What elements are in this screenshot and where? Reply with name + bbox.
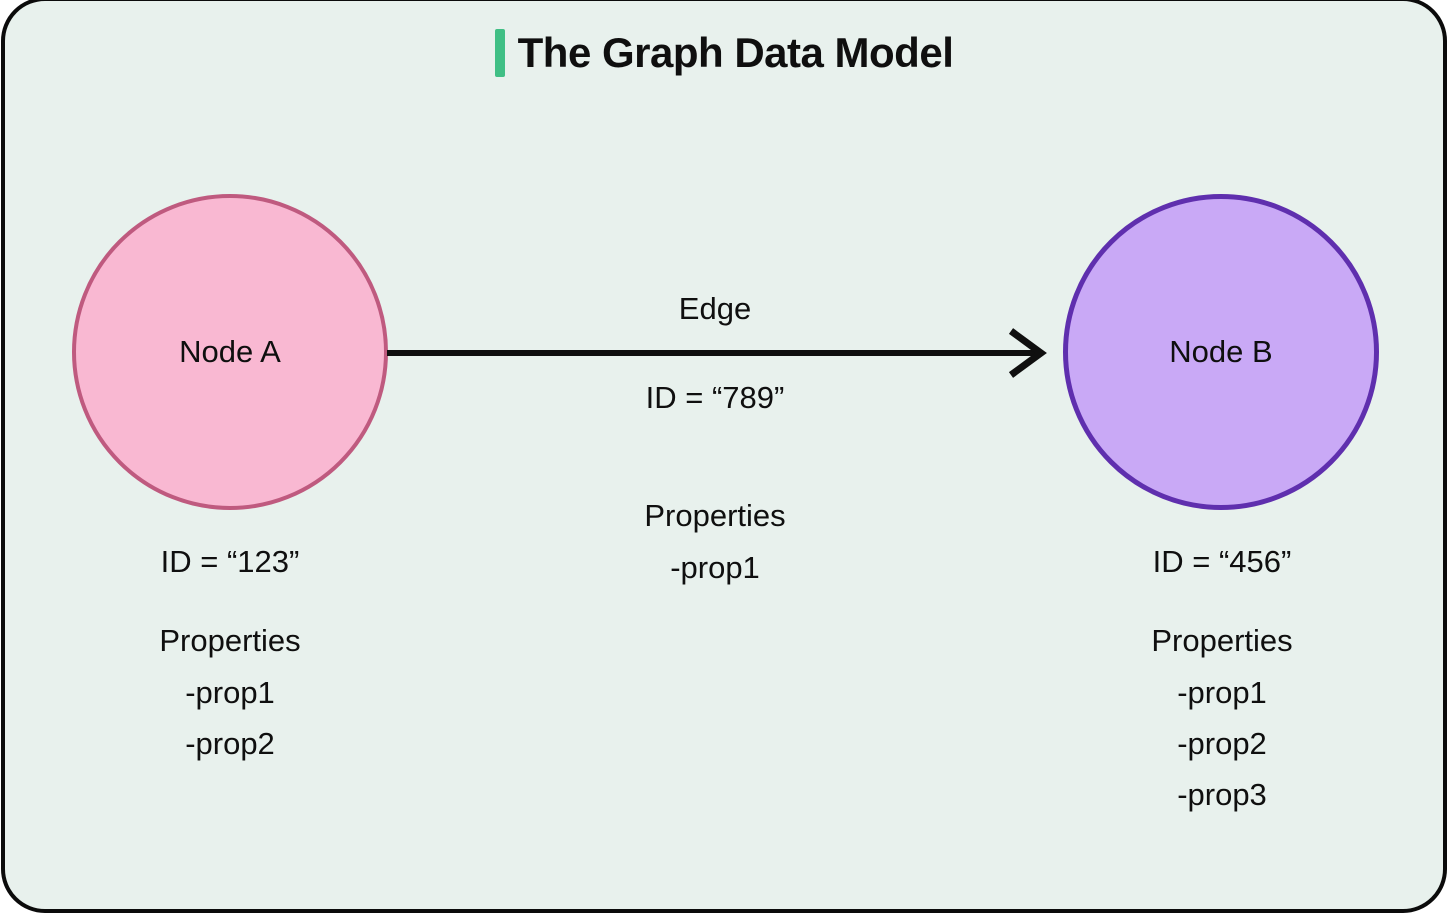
- node-b-properties-list: -prop1 -prop2 -prop3: [1062, 676, 1382, 812]
- node-a-circle: Node A: [72, 194, 388, 510]
- node-a-label: Node A: [179, 334, 281, 369]
- node-b-id-text: ID = “456”: [1152, 544, 1292, 579]
- property-item: -prop2: [1177, 726, 1267, 761]
- edge-properties-list: -prop1: [565, 551, 865, 585]
- property-item: -prop1: [670, 550, 760, 585]
- node-b-circle: Node B: [1063, 194, 1379, 510]
- edge-label: Edge: [678, 291, 752, 326]
- property-item: -prop3: [1177, 777, 1267, 812]
- node-a-id-text: ID = “123”: [160, 544, 300, 579]
- page-title: The Graph Data Model: [517, 29, 954, 76]
- property-item: -prop2: [185, 726, 275, 761]
- node-b-label: Node B: [1169, 334, 1273, 369]
- property-item: -prop1: [1177, 675, 1267, 710]
- node-a-properties-title: Properties: [159, 623, 301, 658]
- node-b-properties-title: Properties: [1151, 623, 1293, 658]
- edge-arrow: [387, 328, 1047, 378]
- title-row: The Graph Data Model: [5, 27, 1443, 79]
- property-item: -prop1: [185, 675, 275, 710]
- node-a-properties: Properties -prop1 -prop2: [70, 623, 390, 778]
- node-b-properties: Properties -prop1 -prop2 -prop3: [1062, 623, 1382, 829]
- edge-properties-title: Properties: [644, 498, 786, 533]
- title-accent-bar: [494, 29, 505, 77]
- node-a-properties-list: -prop1 -prop2: [70, 676, 390, 761]
- edge-id-text: ID = “789”: [645, 380, 785, 415]
- edge-properties: Properties -prop1: [565, 498, 865, 602]
